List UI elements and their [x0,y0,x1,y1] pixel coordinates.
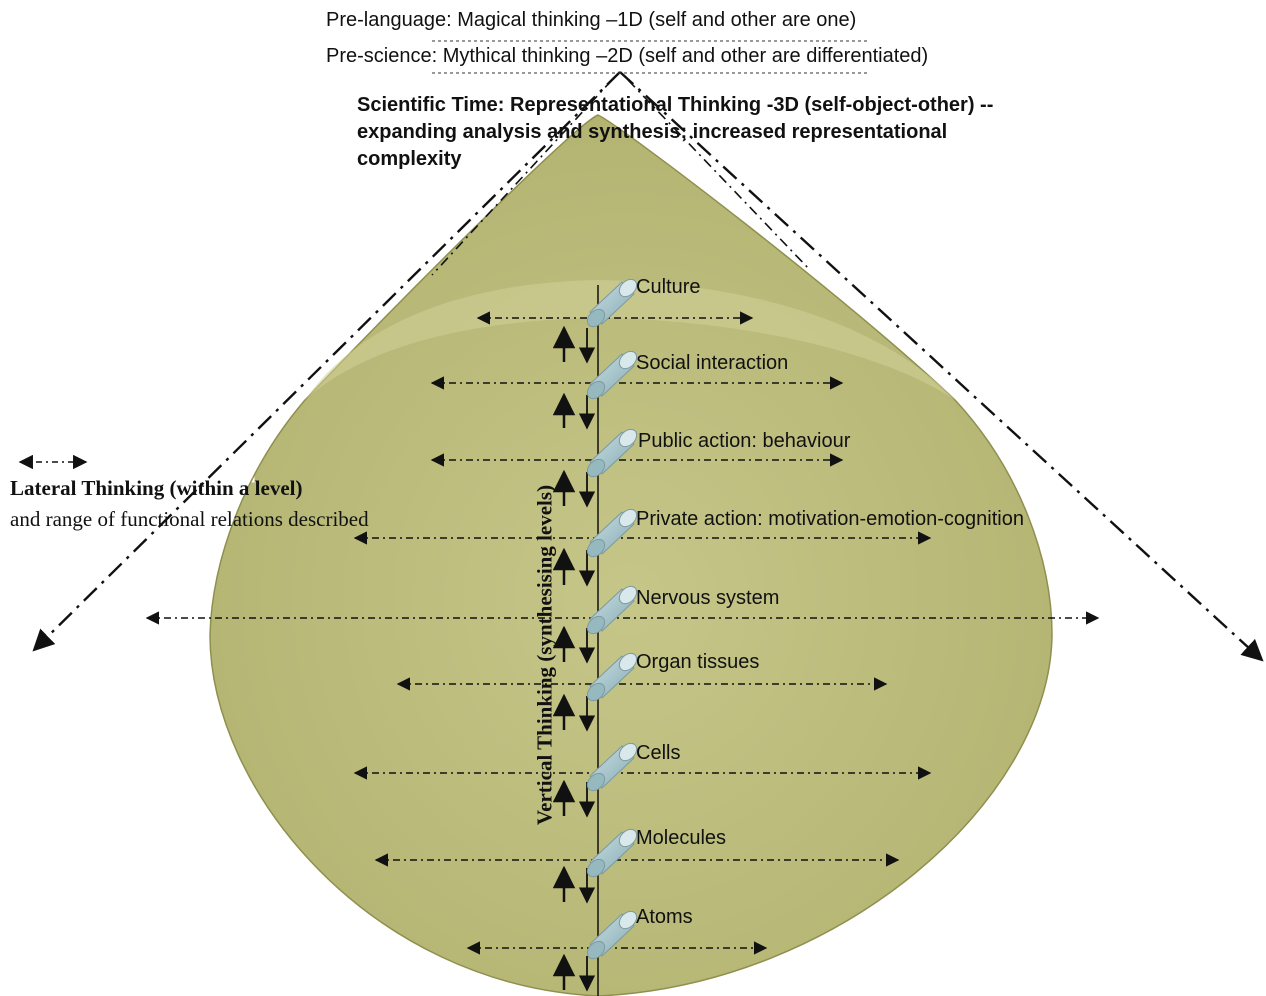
level-cells: Cells [636,742,681,764]
level-cylinder-icon [586,585,638,635]
cone-right-line [619,71,1264,662]
level-cylinder-icon [586,742,638,792]
level-social-interaction: Social interaction [636,352,789,374]
level-atoms: Atoms [636,906,693,928]
level-culture: Culture [636,276,701,298]
level-nervous-system: Nervous system [636,587,780,609]
pre-language-text: Pre-language: Magical thinking –1D (self… [326,9,857,31]
cone-left-line [32,71,621,652]
level-organ-tissues: Organ tissues [636,651,760,673]
level-cylinder-icon [586,508,638,558]
level-cylinder-icon [586,278,638,328]
cone-body [209,114,1053,996]
lateral-thinking-subtitle: and range of functional relations descri… [10,507,369,531]
level-cylinder-icon [586,828,638,878]
level-molecules: Molecules [636,827,727,849]
level-public-action: Public action: behaviour [638,430,851,452]
level-cylinder-icon [586,652,638,702]
level-cylinder-icon [586,910,638,960]
level-cylinder-icon [586,428,638,478]
cone-cap-shade [305,280,955,400]
vertical-thinking-label: Vertical Thinking (synthesising levels) [532,484,557,826]
scientific-time-text: Scientific Time: Representational Thinki… [357,94,994,170]
pre-science-text: Pre-science: Mythical thinking –2D (self… [326,45,929,67]
lateral-thinking-title: Lateral Thinking (within a level) [10,476,303,500]
level-cylinder-icon [586,350,638,400]
level-private-action: Private action: motivation-emotion-cogni… [636,508,1024,530]
